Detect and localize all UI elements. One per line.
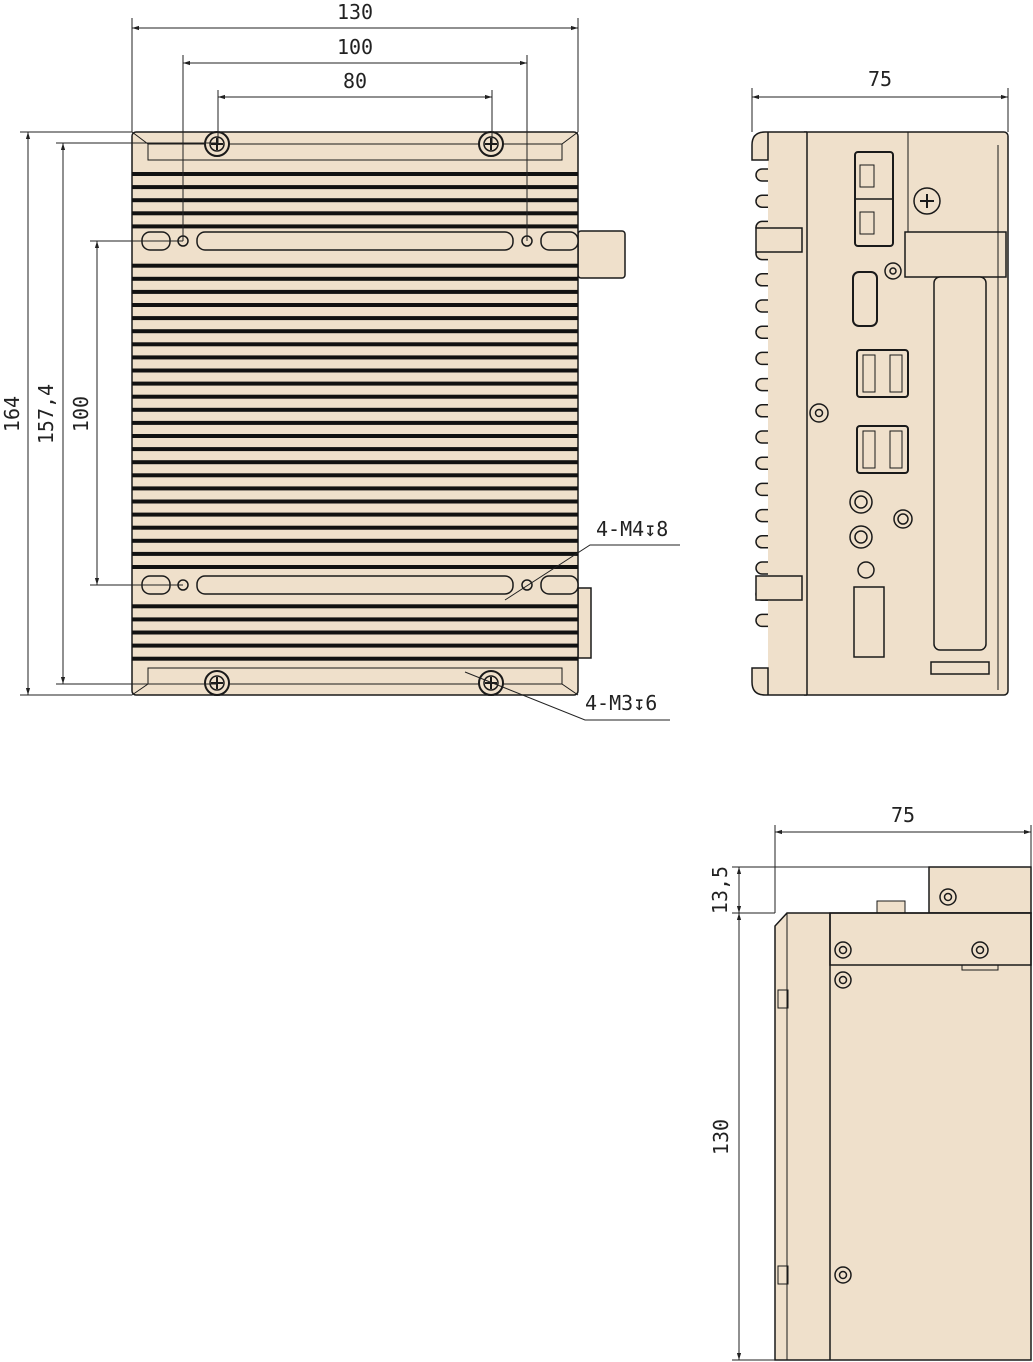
fin-groove: [132, 368, 578, 373]
fin-groove: [132, 303, 578, 307]
fin-groove: [132, 420, 578, 425]
audio-jack: [849, 490, 873, 514]
fin-groove: [132, 604, 578, 609]
side-fins: [740, 120, 807, 710]
fin-groove: [132, 565, 578, 569]
mounting-slot: [196, 575, 514, 595]
audio-jack-2: [849, 525, 873, 549]
dim-130: 130: [337, 0, 373, 24]
heatsink-fins: [132, 172, 578, 661]
fin-groove: [132, 394, 578, 399]
fin-groove: [132, 263, 578, 268]
fin-groove: [132, 342, 578, 347]
dim-75-side: 75: [868, 67, 892, 91]
fin-groove: [132, 198, 578, 203]
screw-icon: [478, 670, 504, 696]
screw-icon: [478, 131, 504, 157]
fin-groove: [132, 499, 578, 504]
fin-groove: [132, 289, 578, 294]
power-connector: [853, 586, 885, 658]
callout-m4: 4-M4↧8: [596, 517, 668, 541]
hdmi-port: [852, 271, 878, 327]
callout-m3: 4-M3↧6: [585, 691, 657, 715]
dim-13-5: 13,5: [708, 866, 732, 914]
mounting-slot: [196, 231, 514, 251]
fin-groove: [132, 211, 578, 216]
dim-100: 100: [337, 35, 373, 59]
dim-75-bottom: 75: [891, 803, 915, 827]
fin-groove: [132, 185, 578, 190]
fin-groove: [132, 656, 578, 661]
screw-icon: [913, 187, 941, 215]
screws: [204, 131, 504, 696]
screw-icon: [204, 670, 230, 696]
fin-groove: [132, 525, 578, 530]
right-tab: [577, 230, 626, 279]
side-view: 75: [740, 67, 1009, 710]
top-view: 130 100 80 164 157,4 100 4-M4↧8 4-M3↧6: [0, 0, 680, 721]
fin-groove: [132, 617, 578, 622]
fin-groove: [132, 643, 578, 648]
fin-groove: [132, 407, 578, 412]
expansion-slot: [933, 276, 987, 651]
dim-164: 164: [0, 396, 24, 432]
mounting-slots: [141, 231, 579, 595]
bracket: [904, 231, 1007, 278]
fin-groove: [132, 447, 578, 452]
fin-groove: [132, 460, 578, 465]
heatsink-body: [131, 131, 579, 696]
fin-groove: [132, 551, 578, 556]
fin-groove: [132, 329, 578, 334]
fin-groove: [132, 486, 578, 491]
usb-ports-2: [856, 425, 909, 474]
dim-157-4: 157,4: [34, 384, 58, 444]
power-jack: [857, 561, 875, 579]
fin-groove: [132, 630, 578, 635]
fin-groove: [132, 434, 578, 438]
dim-130-bottom: 130: [709, 1119, 733, 1155]
screw-icon: [204, 131, 230, 157]
fin-groove: [132, 276, 578, 281]
fin-groove: [132, 512, 578, 517]
fin-groove: [132, 316, 578, 321]
bottom-view: 75 13,5 130: [708, 803, 1032, 1361]
lower-tab: [577, 587, 592, 659]
usb-ports-1: [856, 349, 909, 398]
fin-groove: [132, 473, 578, 478]
fin-groove: [132, 381, 578, 386]
dim-80: 80: [343, 69, 367, 93]
fin-groove: [132, 538, 578, 543]
fin-groove: [132, 172, 578, 176]
fin-groove: [132, 355, 578, 360]
dim-100-vertical: 100: [69, 396, 93, 432]
fin-groove: [132, 224, 578, 229]
mounting-slot: [540, 575, 579, 595]
mounting-slot: [540, 231, 579, 251]
